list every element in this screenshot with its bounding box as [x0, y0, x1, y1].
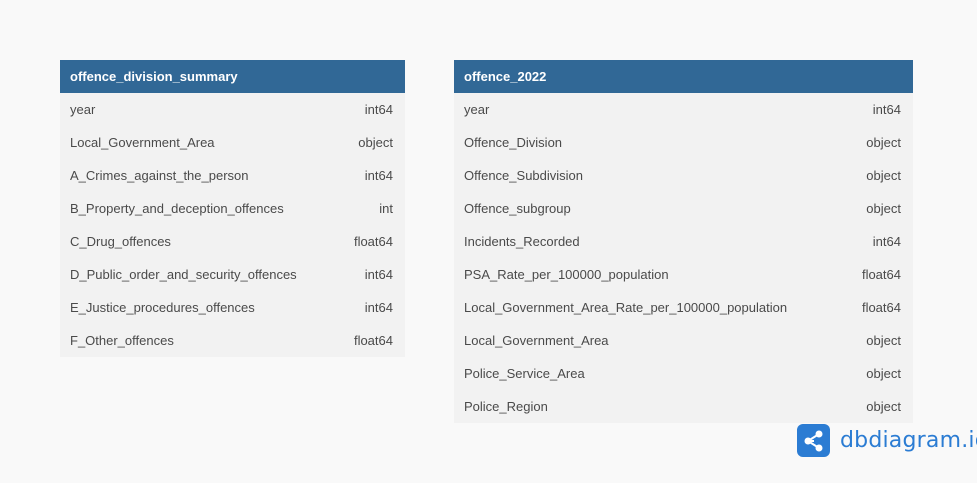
column-type: float64: [861, 267, 901, 282]
table-header[interactable]: offence_2022: [454, 60, 913, 93]
column-name: Offence_Subdivision: [464, 168, 584, 183]
table-row[interactable]: year int64: [60, 93, 405, 126]
share-nodes-icon: [797, 424, 830, 457]
column-name: F_Other_offences: [70, 333, 174, 348]
column-type: object: [866, 399, 901, 414]
table-header[interactable]: offence_division_summary: [60, 60, 405, 93]
table-row[interactable]: Police_Service_Area object: [454, 357, 913, 390]
column-name: A_Crimes_against_the_person: [70, 168, 249, 183]
column-type: int64: [364, 300, 393, 315]
column-type: float64: [353, 234, 393, 249]
column-name: Offence_subgroup: [464, 201, 571, 216]
column-type: object: [866, 168, 901, 183]
column-name: C_Drug_offences: [70, 234, 171, 249]
column-name: B_Property_and_deception_offences: [70, 201, 284, 216]
column-type: int64: [364, 267, 393, 282]
table-row[interactable]: Local_Government_Area object: [454, 324, 913, 357]
column-name: Offence_Division: [464, 135, 563, 150]
table-row[interactable]: C_Drug_offences float64: [60, 225, 405, 258]
brand-text: dbdiagram.io: [840, 428, 977, 453]
column-type: float64: [861, 300, 901, 315]
column-name: D_Public_order_and_security_offences: [70, 267, 297, 282]
column-name: Local_Government_Area_Rate_per_100000_po…: [464, 300, 788, 315]
table-row[interactable]: Local_Government_Area object: [60, 126, 405, 159]
table-row[interactable]: PSA_Rate_per_100000_population float64: [454, 258, 913, 291]
table-row[interactable]: Offence_Subdivision object: [454, 159, 913, 192]
column-name: E_Justice_procedures_offences: [70, 300, 255, 315]
column-name: Local_Government_Area: [464, 333, 609, 348]
column-name: Incidents_Recorded: [464, 234, 580, 249]
column-type: object: [866, 333, 901, 348]
table-row[interactable]: D_Public_order_and_security_offences int6…: [60, 258, 405, 291]
column-name: Local_Government_Area: [70, 135, 215, 150]
column-name: PSA_Rate_per_100000_population: [464, 267, 669, 282]
table-row[interactable]: Offence_Division object: [454, 126, 913, 159]
column-name: year: [464, 102, 490, 117]
table-row[interactable]: Offence_subgroup object: [454, 192, 913, 225]
table-row[interactable]: Police_Region object: [454, 390, 913, 423]
table-row[interactable]: E_Justice_procedures_offences int64: [60, 291, 405, 324]
table-row[interactable]: Incidents_Recorded int64: [454, 225, 913, 258]
column-type: int64: [364, 102, 393, 117]
column-name: Police_Region: [464, 399, 548, 414]
column-type: int64: [364, 168, 393, 183]
column-type: float64: [353, 333, 393, 348]
column-type: object: [866, 201, 901, 216]
column-type: object: [866, 366, 901, 381]
table-row[interactable]: year int64: [454, 93, 913, 126]
column-type: object: [866, 135, 901, 150]
brand-logo[interactable]: dbdiagram.io: [797, 424, 977, 457]
column-type: object: [358, 135, 393, 150]
column-name: Police_Service_Area: [464, 366, 585, 381]
column-type: int64: [872, 234, 901, 249]
table-row[interactable]: B_Property_and_deception_offences int: [60, 192, 405, 225]
table-row[interactable]: F_Other_offences float64: [60, 324, 405, 357]
table-row[interactable]: A_Crimes_against_the_person int64: [60, 159, 405, 192]
column-name: year: [70, 102, 96, 117]
column-type: int: [379, 201, 393, 216]
table-row[interactable]: Local_Government_Area_Rate_per_100000_po…: [454, 291, 913, 324]
column-type: int64: [872, 102, 901, 117]
